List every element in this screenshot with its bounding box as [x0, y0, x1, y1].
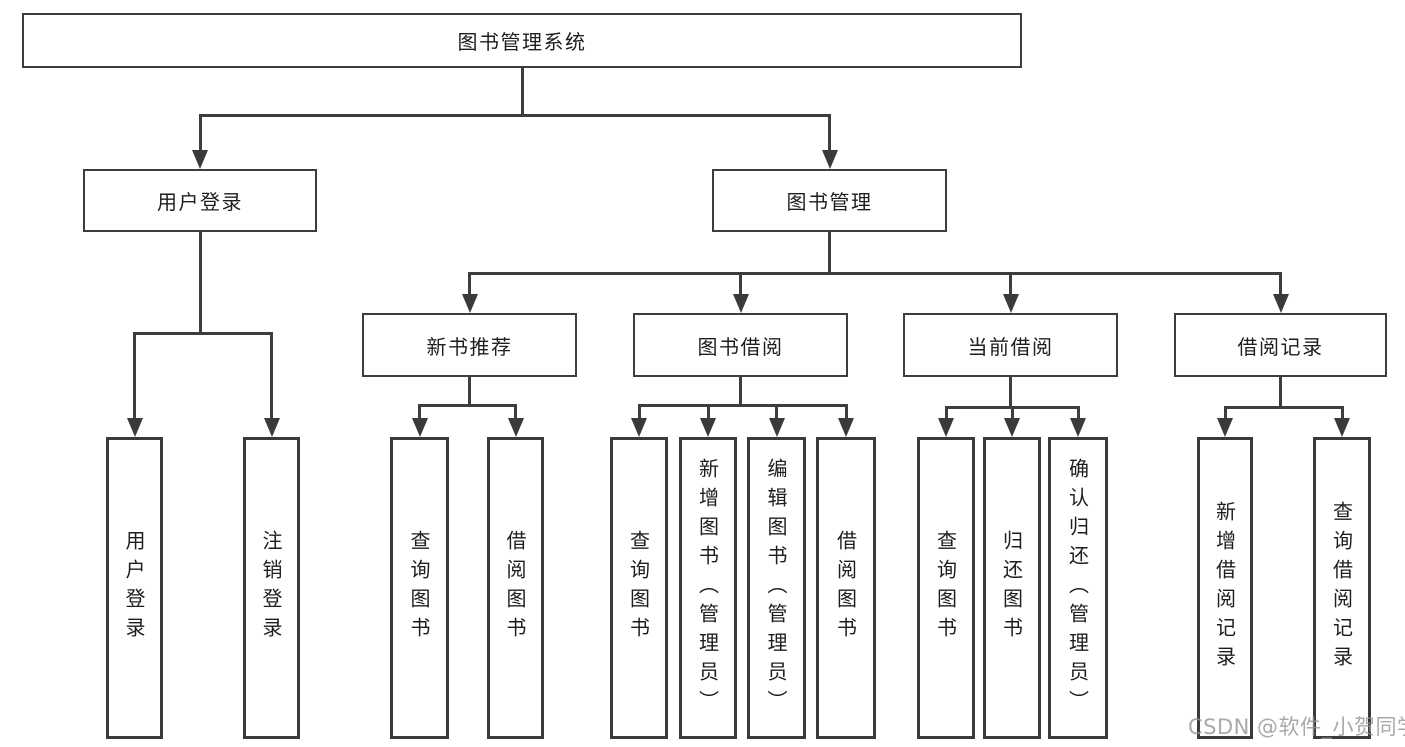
connector	[198, 113, 202, 152]
node-leaf-confirm-return-admin: 确认归还（管理员）	[1048, 437, 1108, 739]
arrowhead	[1070, 418, 1086, 437]
connector	[520, 68, 524, 117]
node-leaf-add-books-admin: 新增图书（管理员）	[679, 437, 737, 739]
connector	[944, 405, 948, 421]
watermark: CSDN @软件_小贺同学	[1188, 715, 1405, 739]
connector	[198, 113, 831, 117]
node-leaf-edit-books-admin: 编辑图书（管理员）	[747, 437, 806, 739]
connector	[775, 403, 778, 421]
connector	[133, 331, 273, 335]
arrowhead	[507, 418, 524, 437]
connector	[1223, 405, 1344, 409]
node-leaf-user-login: 用户登录	[106, 437, 163, 739]
node-book-borrowing: 图书借阅	[633, 313, 848, 377]
arrowhead	[1272, 294, 1289, 313]
arrowhead	[1217, 418, 1233, 437]
connector	[1223, 405, 1227, 421]
connector	[844, 403, 848, 421]
connector	[418, 403, 517, 407]
connector	[706, 403, 710, 421]
node-leaf-return-books: 归还图书	[983, 437, 1041, 739]
node-leaf-query-borrow-record: 查询借阅记录	[1313, 437, 1371, 739]
arrowhead	[1002, 294, 1019, 313]
arrowhead	[411, 418, 428, 437]
connector	[739, 377, 742, 407]
arrowhead	[1004, 418, 1020, 437]
node-book-management: 图书管理	[712, 169, 947, 232]
connector	[637, 403, 641, 421]
connector	[739, 271, 742, 296]
node-leaf-query-books-2: 查询图书	[610, 437, 668, 739]
connector	[468, 271, 471, 296]
connector	[514, 403, 517, 421]
arrowhead	[1334, 418, 1350, 437]
connector	[1010, 405, 1014, 421]
connector	[1009, 377, 1012, 409]
connector	[828, 113, 831, 152]
arrowhead	[821, 150, 838, 169]
arrowhead	[732, 294, 749, 313]
connector	[637, 403, 848, 407]
connector	[418, 403, 421, 421]
node-leaf-borrow-books-2: 借阅图书	[816, 437, 876, 739]
connector	[1279, 271, 1282, 296]
node-leaf-borrow-books-1: 借阅图书	[487, 437, 544, 739]
connector	[270, 331, 273, 420]
arrowhead	[938, 418, 954, 437]
connector	[1279, 377, 1282, 409]
node-user-login: 用户登录	[83, 169, 317, 232]
arrowhead	[126, 418, 143, 437]
arrowhead	[192, 150, 208, 169]
arrowhead	[631, 418, 647, 437]
connector	[468, 377, 471, 407]
node-leaf-add-borrow-record: 新增借阅记录	[1197, 437, 1253, 739]
arrowhead	[838, 418, 854, 437]
node-leaf-query-books-1: 查询图书	[390, 437, 449, 739]
connector	[133, 331, 136, 420]
connector	[198, 232, 202, 335]
arrowhead	[263, 418, 280, 437]
connector	[1340, 405, 1344, 421]
connector	[828, 232, 831, 275]
node-leaf-query-books-3: 查询图书	[917, 437, 975, 739]
node-current-borrowing: 当前借阅	[903, 313, 1118, 377]
arrowhead	[461, 294, 478, 313]
node-new-book-recommend: 新书推荐	[362, 313, 577, 377]
node-leaf-logout: 注销登录	[243, 437, 300, 739]
connector	[1076, 405, 1080, 421]
connector	[1009, 271, 1012, 296]
node-library-system: 图书管理系统	[22, 13, 1022, 68]
node-borrow-records: 借阅记录	[1174, 313, 1387, 377]
arrowhead	[768, 418, 785, 437]
connector	[468, 271, 1282, 275]
arrowhead	[700, 418, 716, 437]
